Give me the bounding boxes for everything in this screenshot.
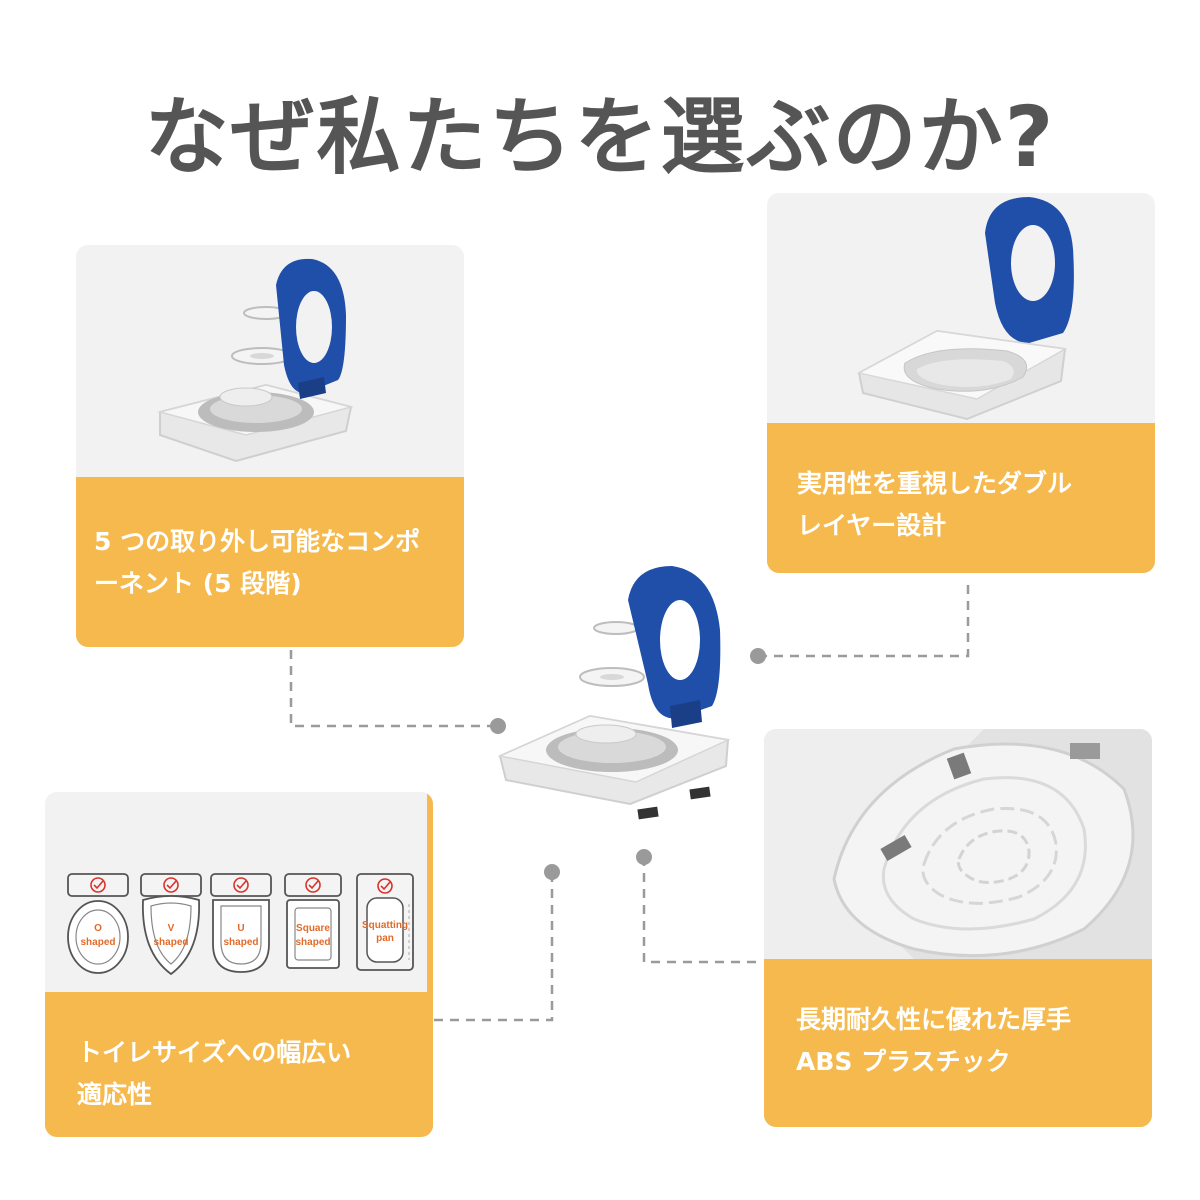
- feature-card-double-layer: 実用性を重視したダブル レイヤー設計: [767, 193, 1155, 573]
- feature-text-line2: ーネント (5 段階): [94, 569, 302, 598]
- toilet-o-label-1: O: [94, 923, 102, 934]
- feature-card-toilet-sizes: O shaped V shaped U shaped Square shaped…: [45, 792, 433, 1137]
- toilet-square-label-2: shaped: [295, 937, 330, 948]
- toilet-squatting-label-1: Squatting: [362, 920, 408, 931]
- toilet-square-shaped-icon: [284, 873, 342, 969]
- toilet-v-label-2: shaped: [153, 937, 188, 948]
- toilet-o-label-2: shaped: [80, 937, 115, 948]
- toilet-types-illustration: O shaped V shaped U shaped Square shaped…: [45, 792, 433, 992]
- page-title: なぜ私たちを選ぶのか?: [144, 88, 1056, 186]
- toilet-squatting-label-2: pan: [376, 933, 394, 944]
- central-product-image: [497, 566, 731, 820]
- feature-text-line2: 適応性: [77, 1080, 153, 1109]
- product-image-closeup: [764, 729, 1152, 959]
- toilet-u-shaped-icon: [210, 873, 272, 973]
- feature-text-line2: ABS プラスチック: [796, 1047, 1011, 1076]
- toilet-v-label-1: V: [168, 923, 175, 934]
- product-image-exploded: [76, 245, 464, 477]
- toilet-u-label-2: shaped: [223, 937, 258, 948]
- feature-text-line1: トイレサイズへの幅広い: [77, 1038, 352, 1067]
- feature-band: トイレサイズへの幅広い 適応性: [45, 992, 433, 1137]
- toilet-v-shaped-icon: [140, 873, 202, 976]
- feature-card-abs-plastic: 長期耐久性に優れた厚手 ABS プラスチック: [764, 729, 1152, 1127]
- toilet-squatting-pan-icon: [356, 873, 414, 971]
- feature-text-line1: 実用性を重視したダブル: [797, 469, 1073, 498]
- toilet-u-label-1: U: [237, 923, 244, 934]
- feature-band: 長期耐久性に優れた厚手 ABS プラスチック: [764, 959, 1152, 1127]
- feature-text-line2: レイヤー設計: [797, 511, 947, 540]
- feature-card-removable-components: 5 つの取り外し可能なコンポ ーネント (5 段階): [76, 245, 464, 647]
- product-image-double-layer: [767, 193, 1155, 423]
- toilet-o-shaped-icon: [67, 873, 129, 974]
- feature-text-line1: 長期耐久性に優れた厚手: [796, 1005, 1072, 1034]
- feature-text-line1: 5 つの取り外し可能なコンポ: [94, 527, 421, 556]
- feature-band: 5 つの取り外し可能なコンポ ーネント (5 段階): [76, 477, 464, 647]
- toilet-square-label-1: Square: [296, 923, 330, 934]
- feature-band: 実用性を重視したダブル レイヤー設計: [767, 423, 1155, 573]
